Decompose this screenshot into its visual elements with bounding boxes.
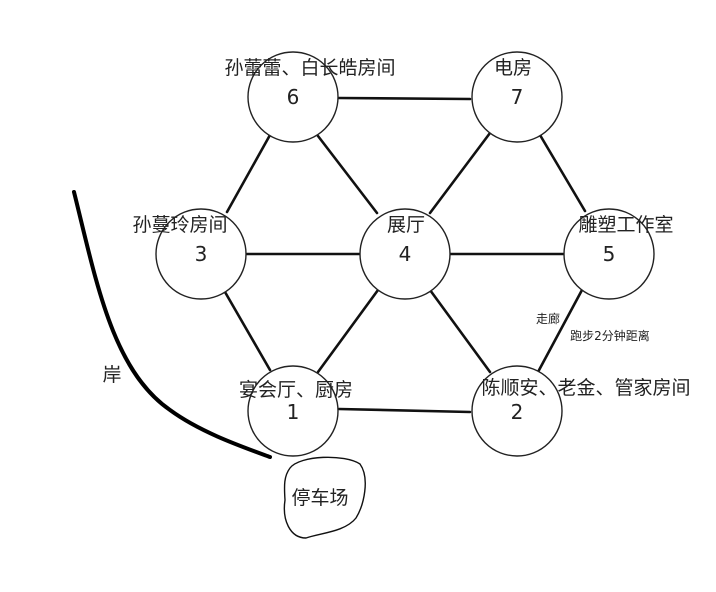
room-circle [563, 208, 655, 300]
room-number: 7 [511, 85, 524, 109]
room-circle [471, 365, 563, 457]
room-number: 4 [399, 242, 412, 266]
edge-1-2 [337, 407, 472, 414]
edge-4-2 [428, 288, 492, 374]
room-label: 电房 [494, 57, 532, 79]
room-label: 孙蕾蕾、白长皓房间 [224, 57, 395, 79]
shore-line [72, 190, 272, 459]
room-circle [247, 51, 339, 143]
room-label: 宴会厅、厨房 [239, 378, 353, 401]
room-number: 2 [511, 400, 524, 424]
edge-5-2 [536, 288, 584, 374]
edge-6-3 [225, 133, 272, 214]
room-1: 宴会厅、厨房 1 [239, 365, 353, 457]
room-number: 1 [287, 400, 300, 424]
room-label: 孙蔓玲房间 [132, 214, 227, 236]
edge-6-7 [337, 96, 472, 101]
room-5: 雕塑工作室 5 [563, 208, 674, 300]
connections [223, 96, 587, 414]
edge-3-1 [223, 290, 272, 372]
room-7: 电房 7 [471, 51, 563, 143]
room-number: 5 [603, 242, 616, 266]
edge-6-4 [316, 134, 379, 215]
room-circle [359, 208, 451, 300]
room-6: 孙蕾蕾、白长皓房间 6 [224, 51, 396, 143]
room-label: 雕塑工作室 [578, 214, 673, 236]
parking-area [283, 456, 366, 539]
room-circle [471, 51, 563, 143]
room-2: 陈顺安、老金、管家房间 2 [471, 365, 691, 457]
room-number: 3 [195, 242, 208, 266]
parking-label: 停车场 [291, 487, 348, 509]
edge-7-5 [538, 133, 587, 213]
room-number: 6 [287, 85, 300, 109]
room-circle [247, 365, 339, 457]
room-3: 孙蔓玲房间 3 [132, 208, 247, 300]
room-circle [155, 208, 247, 300]
corridor-note: 走廊 [536, 311, 560, 326]
room-label: 陈顺安、老金、管家房间 [481, 377, 690, 399]
shore-label: 岸 [102, 364, 121, 386]
distance-note: 跑步2分钟距离 [570, 328, 650, 343]
room-4: 展厅 4 [359, 208, 451, 300]
edge-4-1 [316, 288, 380, 374]
edge-7-4 [428, 131, 492, 215]
room-label: 展厅 [387, 214, 425, 236]
